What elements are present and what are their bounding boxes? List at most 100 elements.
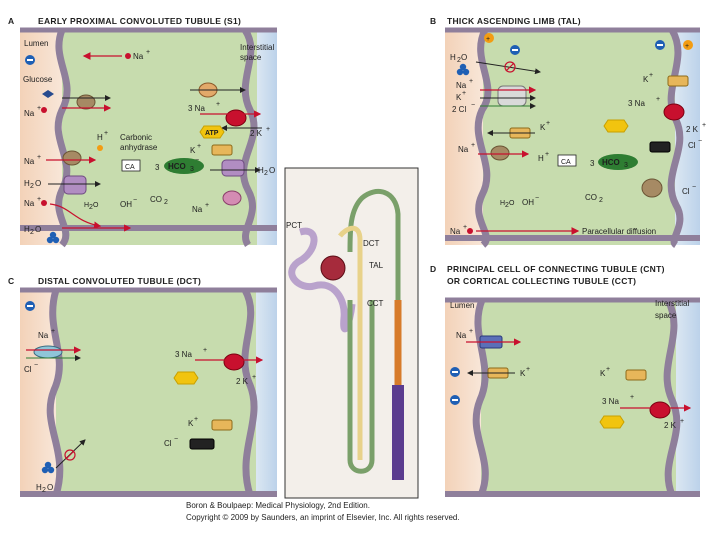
panel-d-lumen-label: Lumen (450, 301, 474, 310)
chloride-channel-icon (649, 141, 671, 153)
panel-d-cell (481, 300, 676, 495)
panel-a-letter: A (8, 16, 14, 26)
svg-text:−: − (174, 436, 178, 443)
panel-d-k-label: K (520, 369, 526, 378)
atp-icon (199, 125, 225, 139)
svg-text:2: 2 (505, 202, 509, 209)
loop-of-henle (347, 300, 375, 474)
panel-a-2k-label: 2 K (250, 129, 263, 138)
panel-d-interstitial-label-2: space (655, 311, 677, 320)
svg-text:−: − (535, 195, 539, 202)
panel-b-co2-label: CO (585, 193, 597, 202)
svg-text:+: + (252, 374, 256, 381)
panel-d-interstitium (676, 300, 700, 495)
credit-line-1: Boron & Boulpaep: Medical Physiology, 2n… (186, 501, 370, 510)
panel-d-letter: D (430, 264, 436, 274)
panel-d-na-k-pump-icon (649, 401, 671, 419)
nephron-cct-label: CCT (367, 299, 384, 308)
nephron-diagram: PCT DCT TAL CCT (284, 167, 419, 499)
svg-text:+: + (469, 328, 473, 335)
pct-tubule (288, 227, 356, 333)
panel-d-k-baso-label: K (600, 369, 606, 378)
svg-text:−: − (692, 184, 696, 191)
sodium-ion-icon (41, 200, 47, 206)
svg-text:−: − (133, 197, 137, 204)
panel-d-2k-label: 2 K (664, 421, 677, 430)
panel-a-3na-label: 3 Na (188, 104, 205, 113)
panel-b-na-nhe-label: Na (458, 145, 469, 154)
svg-text:+: + (216, 101, 220, 108)
panel-c-cl-baso-label: Cl (164, 439, 172, 448)
svg-text:+: + (702, 122, 706, 129)
plus-charge-icon (683, 40, 693, 50)
svg-text:−: − (698, 138, 702, 145)
panel-c-h2o-label: H (36, 483, 42, 492)
svg-text:+: + (51, 328, 55, 335)
svg-text:O: O (93, 202, 99, 209)
svg-text:2: 2 (30, 183, 34, 190)
atp-icon (173, 371, 199, 385)
panel-b: B THICK ASCENDING LIMB (TAL) + + H 2 O N… (430, 16, 706, 248)
potassium-channel-icon (625, 369, 647, 381)
panel-d-title-2: OR CORTICAL COLLECTING TUBULE (CCT) (447, 276, 636, 286)
svg-text:2: 2 (164, 199, 168, 206)
panel-a-atp-label: ATP (205, 130, 219, 137)
panel-a-basolateral-membrane (240, 28, 258, 247)
sodium-ion-icon (125, 53, 131, 59)
panel-b-na-para-label: Na (450, 227, 461, 236)
panel-a-lumen-label: Lumen (24, 39, 48, 48)
panel-b-title: THICK ASCENDING LIMB (TAL) (447, 16, 581, 26)
svg-text:+: + (649, 72, 653, 79)
svg-text:+: + (469, 78, 473, 85)
panel-b-k-label: K (456, 93, 462, 102)
water-molecules-icon (456, 63, 470, 76)
svg-text:+: + (526, 366, 530, 373)
svg-text:3: 3 (190, 166, 194, 173)
panel-a-na-glucose-label: Na (24, 109, 35, 118)
panel-a-na-baso-label: Na (192, 205, 203, 214)
panel-b-2k-label: 2 K (686, 125, 699, 134)
panel-b-cl-2-label: Cl (682, 187, 690, 196)
panel-a-interstitium (257, 30, 277, 245)
nephron-pct-label: PCT (286, 221, 302, 230)
panel-a-interstitial-label-1: Interstitial (240, 43, 274, 52)
panel-a-oh-label: OH (120, 200, 132, 209)
panel-d-title-1: PRINCIPAL CELL OF CONNECTING TUBULE (CNT… (447, 264, 665, 274)
panel-b-cl-label: Cl (688, 141, 696, 150)
water-molecules-icon (41, 461, 55, 474)
panel-c-apical-membrane (46, 288, 64, 497)
carbonic-anhydrase-box (557, 154, 577, 167)
potassium-channel-icon (211, 419, 233, 431)
panel-a: A EARLY PROXIMAL CONVOLUTED TUBULE (S1) … (8, 16, 277, 248)
svg-text:O: O (47, 483, 53, 492)
panel-b-oh-label: OH (522, 198, 534, 207)
glucose-molecule-icon (42, 90, 54, 98)
panel-a-nbc-transporter-icon (222, 190, 242, 206)
panel-a-h2o-right-label: H (258, 166, 264, 175)
plus-charge-icon (484, 33, 494, 43)
blocked-symbol-icon (504, 61, 516, 73)
anion-exchanger-icon (641, 178, 663, 198)
panel-a-na-top-label: Na (133, 52, 144, 61)
panel-d-interstitial-label-1: Interstitial (655, 299, 689, 308)
panel-a-hco3-label: HCO (168, 162, 186, 171)
panel-b-h2o-label: H (450, 53, 456, 62)
panel-b-k-lumen-label: K (540, 123, 546, 132)
panel-c-cl-label: Cl (24, 365, 32, 374)
panel-d-na-label: Na (456, 331, 467, 340)
aquaporin-icon (221, 159, 245, 177)
panel-c-2k-label: 2 K (236, 377, 249, 386)
panel-a-na-nhe-label: Na (24, 157, 35, 166)
panel-c-cell (56, 290, 256, 495)
panel-a-glucose-label: Glucose (23, 75, 53, 84)
svg-text:+: + (197, 143, 201, 150)
svg-text:+: + (203, 347, 207, 354)
panel-a-h2o-para-label: H (24, 225, 30, 234)
panel-b-k-baso-label: K (643, 75, 649, 84)
svg-text:2: 2 (42, 487, 46, 494)
svg-text:+: + (685, 43, 689, 50)
nkcc2-transporter-icon (497, 85, 527, 107)
panel-c-k-label: K (188, 419, 194, 428)
svg-text:2: 2 (30, 229, 34, 236)
